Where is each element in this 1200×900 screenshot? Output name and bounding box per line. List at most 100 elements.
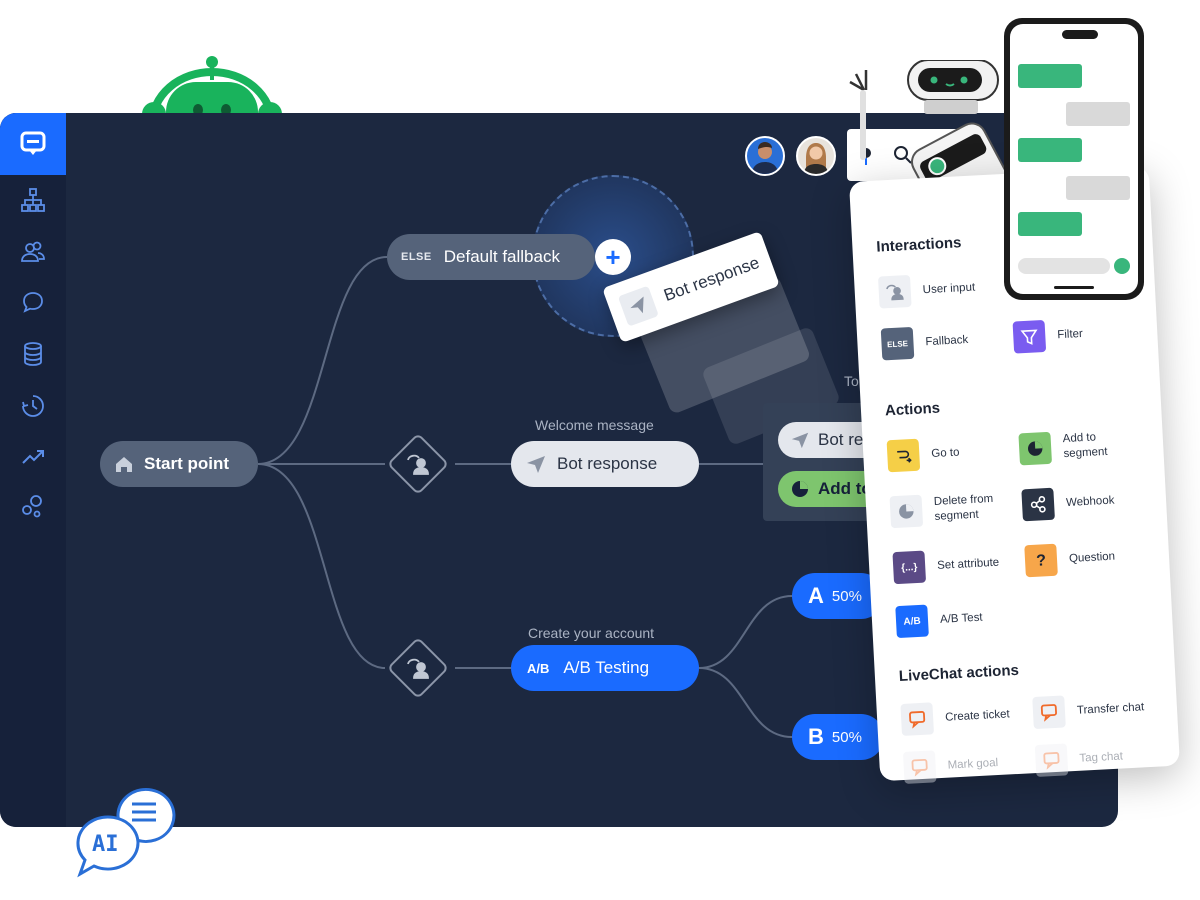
person-avatar-icon — [804, 143, 828, 174]
sidebar-item-flows[interactable] — [16, 183, 50, 217]
fallback-node[interactable]: ELSE Default fallback — [387, 234, 595, 280]
variant-b-node[interactable]: B 50% — [792, 714, 884, 760]
question-icon: ? — [1024, 543, 1058, 578]
chat-bubble-user — [1066, 102, 1130, 126]
panel-item-ab-test[interactable]: A/B A/B Test — [895, 602, 983, 639]
chat-bubble-bot — [1018, 138, 1082, 162]
panel-item-transfer-chat[interactable]: Transfer chat — [1032, 691, 1145, 730]
livechat-icon — [1032, 695, 1066, 730]
send-icon — [617, 285, 659, 327]
user-input-icon — [396, 646, 440, 690]
phone-preview — [1004, 18, 1144, 300]
livechat-icon — [900, 702, 935, 736]
panel-item-label: Create ticket — [944, 707, 1010, 724]
person-avatar-icon — [752, 142, 778, 174]
welcome-message-caption: Welcome message — [535, 417, 654, 433]
panel-item-add-to-segment[interactable]: Add to segment — [1018, 427, 1140, 466]
panel-item-set-attribute[interactable]: {...} Set attribute — [892, 547, 1000, 585]
sidebar-item-integrations[interactable] — [16, 489, 50, 523]
panel-item-fallback[interactable]: ELSE Fallback — [880, 324, 969, 361]
panel-item-filter[interactable]: Filter — [1012, 318, 1084, 354]
org-chart-icon — [21, 188, 45, 212]
phone-screen — [1010, 24, 1138, 294]
ab-testing-label: A/B Testing — [563, 658, 650, 677]
interactions-heading: Interactions — [876, 234, 962, 256]
phone-notch — [1062, 30, 1098, 39]
start-point-label: Start point — [144, 454, 229, 473]
create-account-caption: Create your account — [528, 625, 655, 641]
panel-item-label: Mark goal — [947, 756, 999, 772]
segment-icon — [1018, 431, 1053, 466]
panel-item-delete-from-segment[interactable]: Delete from segment — [889, 490, 1006, 529]
ab-icon: A/B — [527, 660, 550, 676]
avatar[interactable] — [745, 136, 785, 176]
send-icon — [791, 432, 809, 449]
panel-item-tag-chat[interactable]: Tag chat — [1034, 740, 1124, 778]
sidebar-item-chats[interactable] — [16, 285, 50, 319]
ab-testing-node[interactable]: A/B A/B Testing — [511, 645, 699, 691]
steps-panel: Interactions User input ELSE Fallback Fi… — [849, 166, 1180, 784]
panel-item-label: Delete from segment — [933, 492, 994, 523]
panel-item-label: Webhook — [1065, 494, 1115, 509]
database-icon — [24, 342, 42, 366]
trend-icon — [22, 450, 44, 464]
bubbles-icon — [22, 495, 42, 518]
ai-chat-icon — [76, 787, 176, 878]
chat-bubble-bot — [1018, 212, 1082, 236]
avatar[interactable] — [796, 136, 836, 176]
panel-item-mark-goal[interactable]: Mark goal — [902, 747, 999, 784]
panel-item-label: Tag chat — [1079, 749, 1124, 765]
message-input[interactable] — [1018, 258, 1110, 274]
else-icon: ELSE — [880, 326, 915, 361]
chat-bubble-bot — [1018, 64, 1082, 88]
panel-item-create-ticket[interactable]: Create ticket — [900, 698, 1010, 736]
panel-item-label: Filter — [1056, 327, 1084, 341]
panel-item-go-to[interactable]: Go to — [886, 437, 961, 473]
users-icon — [21, 241, 45, 262]
start-point-node[interactable]: Start point — [100, 441, 258, 487]
panel-item-label: Set attribute — [936, 556, 1000, 572]
panel-item-user-input[interactable]: User input — [877, 272, 976, 309]
variant-a-node[interactable]: A 50% — [792, 573, 884, 619]
send-icon — [527, 456, 545, 473]
actions-heading: Actions — [884, 399, 941, 420]
filter-icon — [1012, 319, 1047, 354]
ab-icon: A/B — [895, 604, 929, 639]
livechat-icon — [902, 750, 937, 784]
panel-item-question[interactable]: ? Question — [1024, 541, 1116, 578]
segment-icon — [792, 481, 808, 497]
sidebar-logo[interactable] — [0, 113, 66, 175]
target-bot-label: Bot re — [818, 430, 864, 449]
search-icon[interactable] — [893, 145, 913, 165]
bot-response-node[interactable]: Bot response — [511, 441, 699, 487]
home-icon — [116, 457, 132, 472]
target-caption: To — [844, 373, 859, 389]
webhook-icon — [1021, 487, 1055, 522]
attribute-icon: {...} — [892, 550, 927, 585]
panel-item-label: Add to segment — [1062, 431, 1108, 461]
variant-b-percent: 50% — [831, 728, 862, 746]
go-to-icon — [886, 438, 921, 473]
sidebar-item-reports[interactable] — [16, 439, 50, 473]
livechat-heading: LiveChat actions — [898, 661, 1020, 686]
send-button[interactable] — [1114, 258, 1130, 274]
livechat-icon — [1034, 743, 1069, 778]
target-segment-label: Add to — [818, 479, 872, 498]
panel-item-webhook[interactable]: Webhook — [1021, 485, 1115, 522]
history-icon — [22, 395, 44, 417]
dragged-bot-response-card[interactable]: Bot response — [602, 231, 780, 343]
panel-item-label: A/B Test — [939, 611, 983, 626]
sidebar-item-history[interactable] — [16, 389, 50, 423]
sidebar-item-data[interactable] — [16, 337, 50, 371]
user-input-icon — [396, 442, 440, 486]
variant-a-letter: A — [808, 583, 824, 608]
variant-a-percent: 50% — [831, 587, 862, 605]
add-step-button[interactable]: + — [595, 239, 631, 275]
variant-b-letter: B — [808, 724, 824, 749]
home-indicator — [1054, 286, 1094, 289]
sidebar-item-users[interactable] — [16, 235, 50, 269]
else-tag: ELSE — [401, 251, 432, 263]
panel-item-label: User input — [922, 281, 976, 296]
panel-item-label: Fallback — [925, 333, 969, 348]
segment-icon — [889, 494, 924, 529]
